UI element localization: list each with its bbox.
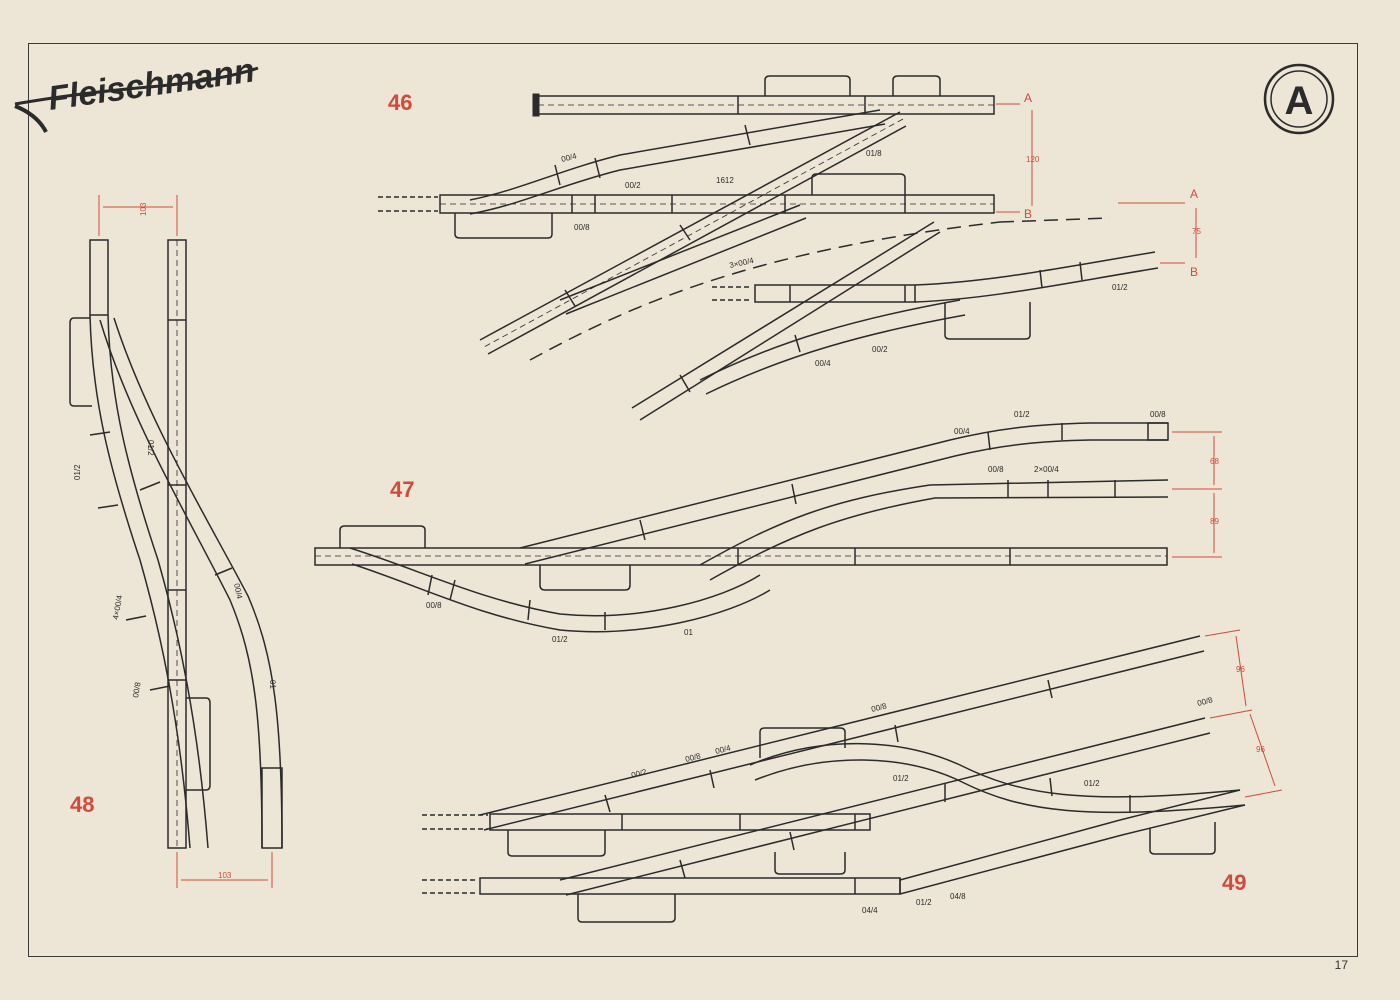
- label-46-7: 00/2: [872, 345, 888, 354]
- label-48-2: 4×00/4: [111, 594, 124, 620]
- label-47-4: 2×00/4: [1034, 465, 1059, 474]
- figure-48-drawing: [69, 195, 283, 888]
- label-47-2: 00/8: [1150, 410, 1166, 419]
- label-47-7: 01: [684, 628, 693, 637]
- figure-47-drawing: [314, 422, 1222, 633]
- badge-letter: A: [1285, 79, 1314, 123]
- figure-46-drawing: [378, 75, 1197, 421]
- dimension-46-1: 75: [1192, 227, 1201, 236]
- figure-number-47: 47: [390, 477, 415, 502]
- dimension-47-1: 89: [1210, 517, 1219, 526]
- label-47-5: 00/8: [426, 601, 442, 610]
- label-48-3: 00/8: [131, 681, 143, 698]
- label-46-2: 1612: [716, 176, 734, 185]
- label-49-2: 00/4: [714, 743, 732, 756]
- marker-46-a: A: [1024, 91, 1032, 105]
- label-46-3: 00/8: [574, 223, 590, 232]
- marker-46-b: B: [1024, 207, 1032, 221]
- dimension-49-1: 96: [1256, 745, 1265, 754]
- marker-46-a2: A: [1190, 187, 1198, 201]
- label-47-6: 01/2: [552, 635, 568, 644]
- label-49-0: 00/2: [630, 767, 648, 780]
- label-49-3: 00/8: [870, 701, 888, 714]
- label-49-9: 04/8: [950, 892, 966, 901]
- figure-number-48: 48: [70, 792, 95, 817]
- label-49-5: 01/2: [893, 774, 909, 783]
- fleischmann-logo: Fleischmann: [14, 62, 259, 133]
- label-46-0: 00/4: [560, 151, 578, 164]
- label-46-1: 00/2: [625, 181, 641, 190]
- dimension-48-0: 103: [139, 202, 148, 216]
- label-49-1: 00/8: [684, 751, 702, 764]
- dimension-48-1: 103: [218, 871, 232, 880]
- label-46-6: 00/4: [815, 359, 831, 368]
- dimension-47-0: 68: [1210, 457, 1219, 466]
- label-49-4: 00/8: [1196, 695, 1214, 708]
- figure-number-46: 46: [388, 90, 413, 115]
- label-47-1: 01/2: [1014, 410, 1030, 419]
- label-47-0: 00/4: [954, 427, 970, 436]
- label-48-0: 01/2: [73, 464, 82, 480]
- label-49-6: 01/2: [1084, 779, 1100, 788]
- label-46-4: 01/8: [866, 149, 882, 158]
- figure-number-49: 49: [1222, 870, 1247, 895]
- page-frame: [28, 43, 1358, 957]
- label-46-8: 01/2: [1112, 283, 1128, 292]
- dimension-49-0: 96: [1236, 665, 1245, 674]
- section-badge: A: [1263, 63, 1335, 135]
- label-48-5: 01: [268, 680, 277, 690]
- marker-46-b2: B: [1190, 265, 1198, 279]
- label-46-5: 3×00/4: [729, 256, 756, 270]
- dimension-46-0: 120: [1026, 155, 1040, 164]
- label-49-7: 04/4: [862, 906, 878, 915]
- label-48-1: 01/2: [146, 440, 155, 456]
- page-number: 17: [1334, 958, 1348, 972]
- label-48-4: 00/4: [232, 583, 244, 601]
- label-49-8: 01/2: [916, 898, 932, 907]
- figure-49-drawing: [422, 629, 1283, 923]
- label-47-3: 00/8: [988, 465, 1004, 474]
